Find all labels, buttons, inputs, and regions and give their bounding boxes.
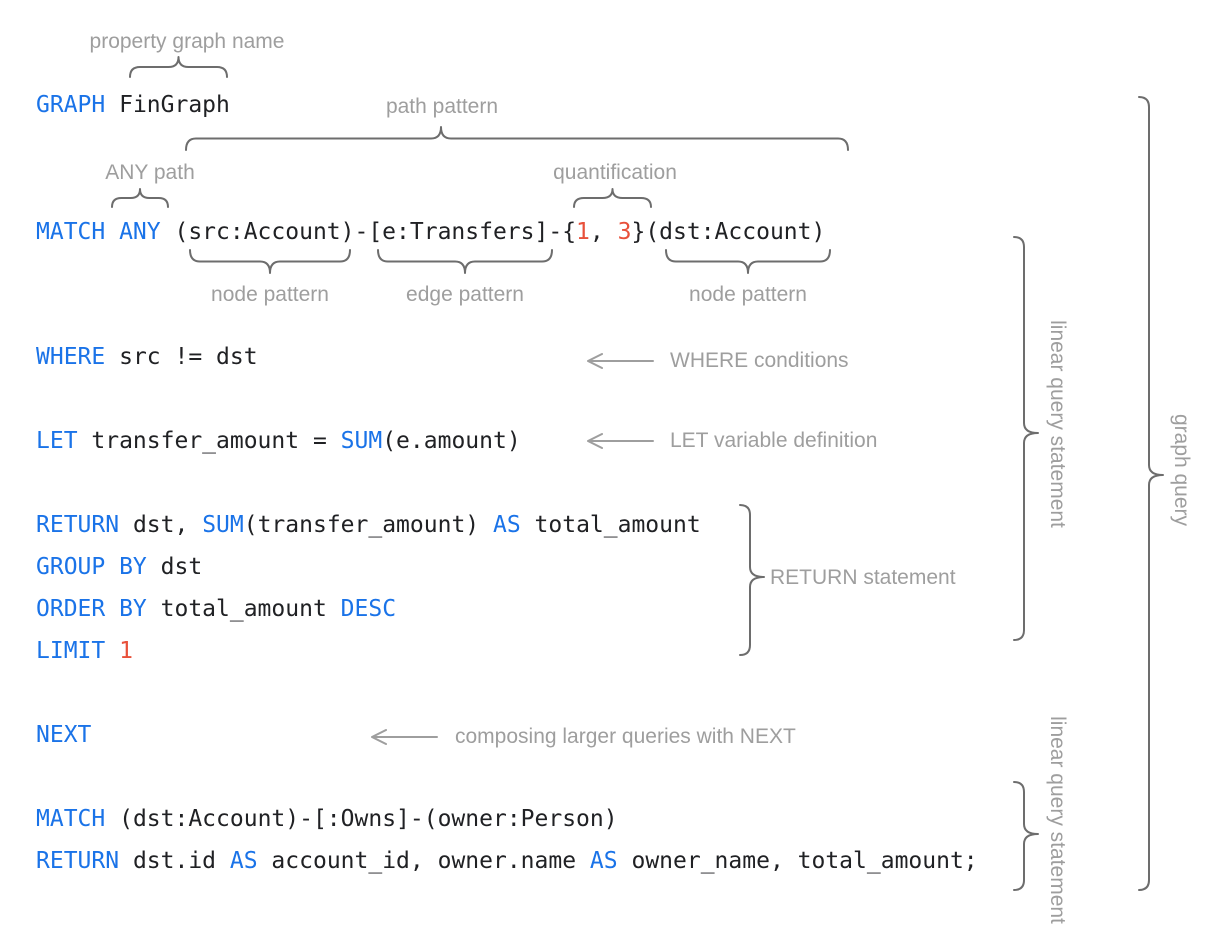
code-token: AS (492, 512, 521, 538)
node-pattern-right-label: node pattern (689, 283, 807, 306)
code-token: DESC (340, 596, 397, 622)
code-line-next: NEXT (36, 721, 91, 749)
code-token: GROUP BY (36, 554, 147, 580)
where-conditions-arrow (587, 353, 654, 369)
linear-query-statement-bottom-brace (1013, 781, 1039, 891)
return-statement-label: RETURN statement (770, 566, 956, 589)
edge-pattern-label: edge pattern (406, 283, 524, 306)
code-line-let: LET transfer_amount = SUM(e.amount) (36, 427, 521, 455)
code-token: dst.id (119, 848, 230, 874)
graph-query-brace (1138, 96, 1164, 891)
code-token: SUM (202, 512, 244, 538)
edge-pattern-brace (377, 249, 553, 274)
path-pattern-brace (185, 126, 849, 151)
return-statement-brace (739, 504, 765, 656)
code-token: total_amount (146, 596, 341, 622)
composing-next-label: composing larger queries with NEXT (455, 725, 796, 748)
linear-query-statement-top-label: linear query statement (1046, 320, 1069, 528)
composing-next-arrow (371, 729, 438, 745)
linear-query-statement-top-brace (1013, 236, 1039, 641)
node-pattern-left-label: node pattern (211, 283, 329, 306)
code-token: }(dst:Account) (631, 219, 826, 245)
code-line-limit: LIMIT 1 (36, 637, 133, 665)
code-token: , (589, 219, 618, 245)
code-token (105, 638, 119, 664)
quantification-brace (573, 188, 652, 208)
code-token: WHERE (36, 344, 106, 370)
property-graph-name-label: property graph name (89, 30, 285, 53)
code-line-order-by: ORDER BY total_amount DESC (36, 595, 396, 623)
linear-query-statement-bottom-label: linear query statement (1046, 716, 1069, 924)
code-token: owner_name, total_amount; (617, 848, 978, 874)
code-line-where: WHERE src != dst (36, 343, 258, 371)
code-token: RETURN (36, 848, 120, 874)
quantification-label: quantification (553, 161, 677, 184)
code-token: src != dst (105, 344, 258, 370)
node-pattern-left-brace (189, 249, 351, 274)
code-line-return-2: RETURN dst.id AS account_id, owner.name … (36, 847, 978, 875)
code-line-return: RETURN dst, SUM(transfer_amount) AS tota… (36, 511, 701, 539)
code-token: account_id, owner.name (257, 848, 590, 874)
code-token: transfer_amount = (77, 428, 341, 454)
code-token: NEXT (36, 722, 92, 748)
code-token: LIMIT (36, 638, 106, 664)
code-token: total_amount (520, 512, 701, 538)
code-token: RETURN (36, 512, 120, 538)
code-token: 3 (617, 219, 632, 245)
code-token: dst, (119, 512, 203, 538)
any-path-label: ANY path (105, 161, 195, 184)
code-token: 1 (576, 219, 590, 245)
code-token: dst (146, 554, 203, 580)
code-token: (dst:Account)-[:Owns]-(owner:Person) (105, 806, 618, 832)
code-token: 1 (119, 638, 133, 664)
let-variable-definition-arrow (587, 433, 654, 449)
code-token: ORDER BY (36, 596, 147, 622)
code-token: SUM (340, 428, 383, 454)
code-line-group-by: GROUP BY dst (36, 553, 202, 581)
code-line-graph: GRAPH FinGraph (36, 91, 230, 119)
path-pattern-label: path pattern (385, 95, 499, 118)
code-token: (src:Account)-[e:Transfers]-{ (160, 219, 577, 245)
code-token: MATCH (36, 806, 106, 832)
graph-query-label: graph query (1170, 413, 1193, 527)
code-token: GRAPH (36, 92, 106, 118)
code-token: (transfer_amount) (243, 512, 493, 538)
where-conditions-label: WHERE conditions (670, 349, 849, 372)
code-token: AS (229, 848, 258, 874)
property-graph-name-brace (129, 56, 228, 78)
code-line-match-2: MATCH (dst:Account)-[:Owns]-(owner:Perso… (36, 805, 618, 833)
let-variable-definition-label: LET variable definition (670, 429, 878, 452)
code-token: MATCH ANY (36, 219, 161, 245)
code-token: LET (36, 428, 78, 454)
code-token: FinGraph (105, 92, 230, 118)
any-path-brace (111, 188, 169, 208)
code-line-match-any: MATCH ANY (src:Account)-[e:Transfers]-{1… (36, 218, 825, 246)
code-token: (e.amount) (382, 428, 521, 454)
node-pattern-right-brace (665, 249, 831, 274)
code-token: AS (589, 848, 618, 874)
